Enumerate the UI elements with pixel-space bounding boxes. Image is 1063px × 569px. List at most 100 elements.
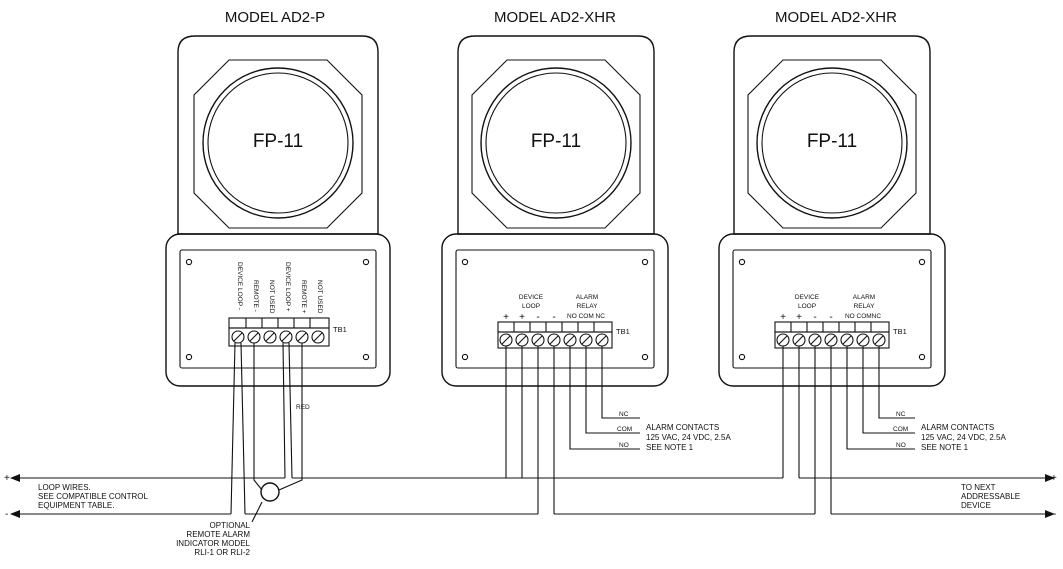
terminal-block-3: [774, 321, 890, 349]
terminal-panel-1: [179, 249, 377, 369]
red-wire-label: RED: [296, 404, 310, 411]
device-loop-label: DEVICE: [519, 294, 544, 301]
relay-terminal-labels: NO COM NC: [567, 313, 605, 320]
terminal-block-2: [497, 321, 613, 349]
device-ad2-xhr-1: MODEL AD2-XHR FP-11 DEVICE LOOP ALARM RE…: [441, 9, 669, 387]
speaker-label-3: FP-11: [807, 131, 857, 152]
terminal-sign: +: [796, 312, 802, 323]
relay-nc-wire: [601, 346, 640, 419]
speaker-circle-1: [202, 67, 354, 219]
remote-indicator-note: REMOTE ALARM: [186, 530, 250, 539]
arrow-right-icon: [1045, 510, 1055, 518]
terminal-label-5: REMOTE +: [300, 280, 307, 314]
terminal-label-3: NOT USED: [268, 280, 275, 314]
terminal-sign: +: [780, 312, 786, 323]
screw-hole: [641, 258, 649, 266]
next-device-note: TO NEXT: [961, 483, 996, 492]
relay-no-wire: [569, 346, 640, 450]
loop-plus-sign-right: +: [1051, 473, 1057, 484]
speaker-octagon-3: [747, 59, 917, 229]
terminal-label-4: DEVICE LOOP +: [284, 262, 291, 312]
speaker-circle-2: [480, 67, 632, 219]
leader-line: [251, 501, 263, 523]
terminal-sign: -: [813, 312, 816, 323]
alarm-relay-label: RELAY: [854, 303, 875, 310]
arrow-right-icon: [1045, 474, 1055, 482]
speaker-octagon-1: [193, 59, 363, 229]
relay-com-wire: [862, 346, 915, 434]
com-label: COM: [893, 426, 908, 433]
arrow-left-icon: [10, 510, 20, 518]
next-device-note: DEVICE: [961, 501, 991, 510]
terminal-sign: +: [503, 312, 509, 323]
terminal-label-1: DEVICE LOOP -: [236, 262, 243, 310]
device-ad2-xhr-2: MODEL AD2-XHR FP-11 DEVICE LOOP ALARM RE…: [718, 9, 946, 387]
loop-plus-sign: +: [4, 473, 10, 484]
alarm-contacts-see-note: SEE NOTE 1: [921, 443, 969, 452]
device-loop-label: LOOP: [798, 303, 816, 310]
alarm-relay-label: ALARM: [576, 294, 598, 301]
relay-com-wire: [585, 346, 640, 434]
speaker-octagon-2: [471, 59, 641, 229]
screw-hole: [461, 353, 469, 361]
speaker-inner-circle-3: [761, 72, 903, 214]
loop-wires-note: LOOP WIRES.: [38, 483, 91, 492]
screw-hole: [362, 353, 370, 361]
screw-hole: [738, 353, 746, 361]
screw-hole: [641, 353, 649, 361]
alarm-contacts-note: ALARM CONTACTS: [646, 423, 719, 432]
tb-label-3: TB1: [893, 327, 907, 336]
alarm-relay-label: ALARM: [853, 294, 875, 301]
device-loop-minus-wire: [230, 342, 236, 515]
alarm-contacts-see-note: SEE NOTE 1: [646, 443, 694, 452]
next-device-note: ADDRESSABLE: [961, 492, 1020, 501]
remote-indicator-icon: [260, 482, 280, 502]
terminal-sign: -: [536, 312, 539, 323]
device-loop-minus-wire: [240, 342, 246, 515]
terminal-sign: -: [552, 312, 555, 323]
screw-hole: [918, 258, 926, 266]
loop-minus-sign: -: [5, 509, 8, 520]
remote-minus-wire: [253, 343, 263, 491]
remote-plus-wire: [278, 343, 303, 491]
remote-indicator-note: OPTIONAL: [210, 521, 251, 530]
relay-terminal-labels: NO COMNC: [845, 313, 881, 320]
loop-wires-note: EQUIPMENT TABLE.: [38, 501, 114, 510]
nc-label: NC: [619, 411, 629, 418]
speaker-inner-circle-2: [485, 72, 627, 214]
relay-nc-wire: [878, 346, 915, 419]
model-title-2: MODEL AD2-XHR: [494, 9, 616, 26]
terminal-block-1: [228, 317, 330, 347]
no-label: NO: [896, 442, 906, 449]
loop-wires-note: SEE COMPATIBLE CONTROL: [38, 492, 148, 501]
terminal-label-2: REMOTE -: [252, 280, 259, 312]
device-loop-label: LOOP: [522, 303, 540, 310]
speaker-inner-circle-1: [207, 72, 349, 214]
speaker-label-1: FP-11: [253, 131, 303, 152]
base-plate-2: [441, 233, 669, 387]
device-ad2-p: MODEL AD2-P FP-11 DEVICE LOOP - REMOTE -…: [165, 9, 391, 387]
com-label: COM: [617, 426, 632, 433]
screw-hole: [185, 258, 193, 266]
wiring: RED: [10, 342, 1055, 523]
base-plate-3: [718, 233, 946, 387]
remote-indicator-note: RLI-1 OR RLI-2: [194, 548, 250, 557]
terminal-sign: -: [829, 312, 832, 323]
alarm-relay-label: RELAY: [577, 303, 598, 310]
nc-label: NC: [896, 411, 906, 418]
terminal-sign: +: [519, 312, 525, 323]
no-label: NO: [619, 442, 629, 449]
screw-hole: [738, 258, 746, 266]
base-plate-1: [165, 233, 391, 387]
model-title-1: MODEL AD2-P: [225, 9, 325, 26]
screw-hole: [185, 353, 193, 361]
relay-no-wire: [846, 346, 915, 450]
loop-minus-sign-right: -: [1053, 509, 1056, 520]
screw-hole: [461, 258, 469, 266]
speaker-label-2: FP-11: [531, 131, 581, 152]
screw-hole: [362, 258, 370, 266]
device-loop-plus-wire: [282, 342, 286, 479]
device-loop-plus-wire: [288, 342, 293, 479]
terminal-label-6: NOT USED: [316, 280, 323, 314]
